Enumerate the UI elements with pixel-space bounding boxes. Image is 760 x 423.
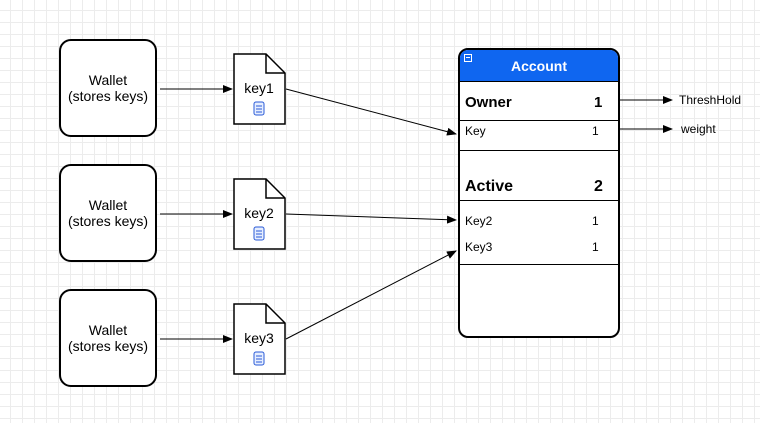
- key-label: key1: [244, 80, 274, 96]
- owner-permission-row[interactable]: Owner 1: [460, 94, 618, 114]
- active-keys-divider: [460, 264, 618, 265]
- script-icon: [253, 101, 265, 116]
- owner-label: Owner: [465, 94, 512, 111]
- owner-key-name: Key: [465, 124, 486, 138]
- document-icon: [233, 303, 286, 375]
- key1-to-owner-key-arrow: [285, 88, 457, 136]
- active-key-weight: 1: [592, 214, 599, 228]
- script-icon: [253, 351, 265, 366]
- account-title: Account: [511, 57, 567, 74]
- key-document-1[interactable]: key1: [233, 53, 287, 125]
- threshold-annotation: ThreshHold: [679, 93, 742, 107]
- active-key-row[interactable]: Key2 1: [460, 214, 618, 230]
- wallet-node-1[interactable]: Wallet (stores keys): [59, 39, 157, 137]
- key-label: key3: [244, 330, 274, 346]
- key3-to-active-key3-arrow: [285, 250, 457, 340]
- wallet-label: Wallet (stores keys): [67, 197, 149, 229]
- collapse-icon[interactable]: [464, 54, 472, 62]
- document-icon: [233, 53, 286, 125]
- active-permission-row[interactable]: Active 2: [460, 178, 618, 198]
- active-threshold: 2: [594, 178, 603, 195]
- wallet-node-2[interactable]: Wallet (stores keys): [59, 164, 157, 262]
- owner-key-weight: 1: [592, 124, 599, 138]
- owner-key-row[interactable]: Key 1: [460, 124, 618, 140]
- active-key-name: Key3: [465, 240, 493, 254]
- active-key-weight: 1: [592, 240, 599, 254]
- key-document-3[interactable]: key3: [233, 303, 287, 375]
- script-icon: [253, 226, 265, 241]
- weight-annotation: weight: [681, 122, 716, 136]
- document-icon: [233, 178, 286, 250]
- owner-threshold: 1: [594, 94, 603, 111]
- key-document-2[interactable]: key2: [233, 178, 287, 250]
- account-header[interactable]: Account: [460, 50, 618, 82]
- owner-divider: [460, 120, 618, 121]
- active-label: Active: [465, 178, 514, 195]
- key-label: key2: [244, 205, 274, 221]
- wallet-node-3[interactable]: Wallet (stores keys): [59, 289, 157, 387]
- account-container[interactable]: Account Owner 1 Key 1 Active 2 Key2 1 Ke…: [458, 48, 620, 338]
- active-divider: [460, 200, 618, 201]
- active-key-row[interactable]: Key3 1: [460, 240, 618, 256]
- active-key-name: Key2: [465, 214, 493, 228]
- key2-to-active-key2-arrow: [285, 213, 457, 224]
- wallet-label: Wallet (stores keys): [67, 322, 149, 354]
- owner-keys-divider: [460, 150, 618, 151]
- wallet-label: Wallet (stores keys): [67, 72, 149, 104]
